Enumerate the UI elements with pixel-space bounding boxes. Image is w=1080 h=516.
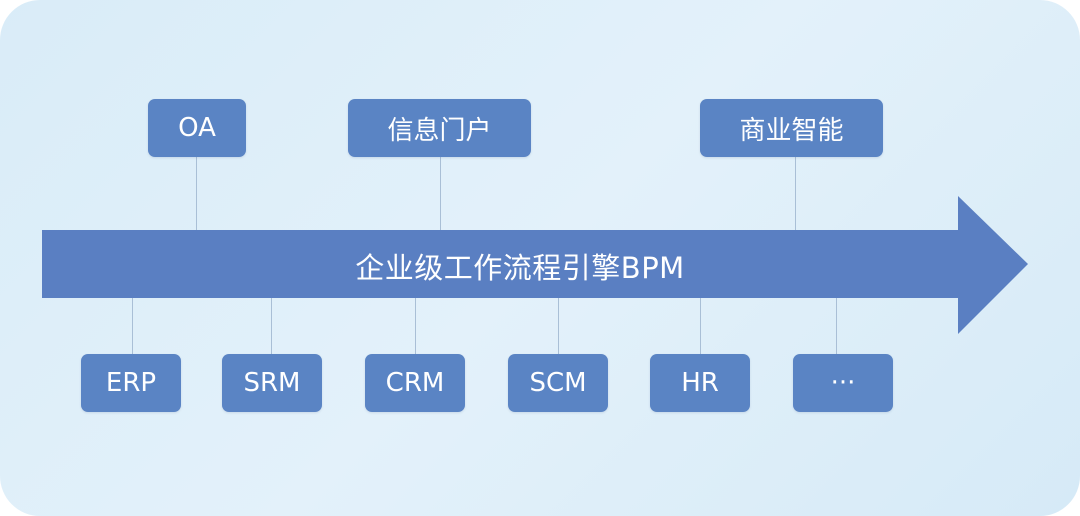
hr-label: HR xyxy=(681,368,719,398)
info-portal-box: 信息门户 xyxy=(348,99,531,157)
more-box: ··· xyxy=(793,354,893,412)
bpm-arrow-shape xyxy=(42,196,1028,334)
connector-crm xyxy=(415,298,416,356)
connector-more xyxy=(836,298,837,356)
crm-label: CRM xyxy=(385,368,445,398)
more-label: ··· xyxy=(830,368,856,398)
erp-box: ERP xyxy=(81,354,181,412)
connector-bi xyxy=(795,156,796,230)
bi-box: 商业智能 xyxy=(700,99,883,157)
connector-srm xyxy=(271,298,272,356)
scm-label: SCM xyxy=(529,368,587,398)
hr-box: HR xyxy=(650,354,750,412)
connector-scm xyxy=(558,298,559,356)
scm-box: SCM xyxy=(508,354,608,412)
erp-label: ERP xyxy=(105,368,157,398)
crm-box: CRM xyxy=(365,354,465,412)
srm-box: SRM xyxy=(222,354,322,412)
bpm-arrow-label: 企业级工作流程引擎BPM xyxy=(355,251,685,285)
oa-label: OA xyxy=(178,113,216,143)
oa-box: OA xyxy=(148,99,246,157)
srm-label: SRM xyxy=(243,368,301,398)
info-portal-label: 信息门户 xyxy=(387,115,492,146)
connector-erp xyxy=(132,298,133,356)
connector-hr xyxy=(700,298,701,356)
bi-label: 商业智能 xyxy=(739,115,844,146)
connector-oa xyxy=(196,156,197,230)
connector-info-portal xyxy=(440,156,441,230)
